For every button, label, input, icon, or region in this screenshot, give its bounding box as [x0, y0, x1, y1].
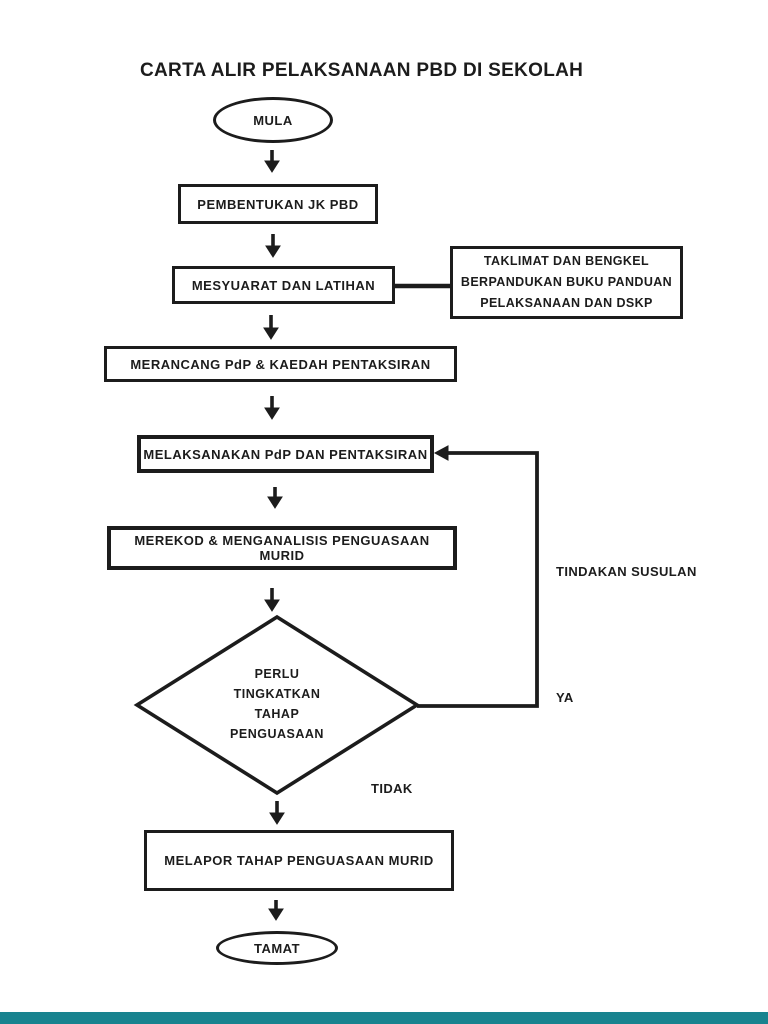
arrowhead-icon	[264, 407, 280, 420]
process-box-merancang: MERANCANG PdP & KAEDAH PENTAKSIRAN	[104, 346, 457, 382]
arrowhead-icon	[264, 599, 280, 612]
process-box-merekod: MEREKOD & MENGANALISIS PENGUASAAN MURID	[107, 526, 457, 570]
yes-label: YA	[556, 690, 574, 705]
feedback-loop-line	[417, 451, 539, 708]
process-label: MERANCANG PdP & KAEDAH PENTAKSIRAN	[130, 356, 431, 372]
footer-bar	[0, 1012, 768, 1024]
arrowhead-icon	[267, 496, 283, 509]
decision-line: TAHAP	[254, 707, 300, 721]
arrowhead-left-icon	[433, 445, 449, 461]
process-box-melaksanakan: MELAKSANAKAN PdP DAN PENTAKSIRAN	[137, 435, 434, 473]
process-label: MESYUARAT DAN LATIHAN	[191, 277, 376, 293]
annotation-line: BERPANDUKAN BUKU PANDUAN	[460, 275, 673, 289]
process-box-pembentukan: PEMBENTUKAN JK PBD	[178, 184, 378, 224]
arrowhead-icon	[265, 245, 281, 258]
process-label: MEREKOD & MENGANALISIS PENGUASAAN MURID	[134, 533, 430, 563]
annotation-line: TAKLIMAT DAN BENGKEL	[483, 254, 650, 268]
arrowhead-icon	[263, 327, 279, 340]
decision-line: PENGUASAAN	[230, 727, 324, 741]
decision-diamond-shape	[133, 614, 421, 796]
end-terminator: TAMAT	[216, 931, 338, 965]
page-title: CARTA ALIR PELAKSANAAN PBD DI SEKOLAH	[140, 60, 584, 81]
arrowhead-icon	[269, 812, 285, 825]
arrowhead-icon	[268, 908, 284, 921]
process-label: MELAKSANAKAN PdP DAN PENTAKSIRAN	[143, 446, 428, 462]
start-terminator: MULA	[213, 97, 333, 143]
annotation-line: PELAKSANAAN DAN DSKP	[480, 296, 653, 310]
loop-label: TINDAKAN SUSULAN	[556, 564, 697, 579]
process-label: PEMBENTUKAN JK PBD	[197, 196, 359, 212]
decision-line: TINGKATKAN	[233, 687, 321, 701]
process-label: MELAPOR TAHAP PENGUASAAN MURID	[164, 853, 434, 868]
no-label: TIDAK	[371, 781, 413, 796]
decision-label: PERLU TINGKATKAN TAHAP PENGUASAAN	[177, 664, 377, 744]
decision-line: PERLU	[254, 667, 300, 681]
process-box-mesyuarat: MESYUARAT DAN LATIHAN	[172, 266, 395, 304]
arrowhead-icon	[264, 160, 280, 173]
annotation-box-taklimat: TAKLIMAT DAN BENGKEL BERPANDUKAN BUKU PA…	[450, 246, 683, 319]
process-box-melapor: MELAPOR TAHAP PENGUASAAN MURID	[144, 830, 454, 891]
start-label: MULA	[253, 112, 293, 128]
end-label: TAMAT	[253, 940, 301, 956]
